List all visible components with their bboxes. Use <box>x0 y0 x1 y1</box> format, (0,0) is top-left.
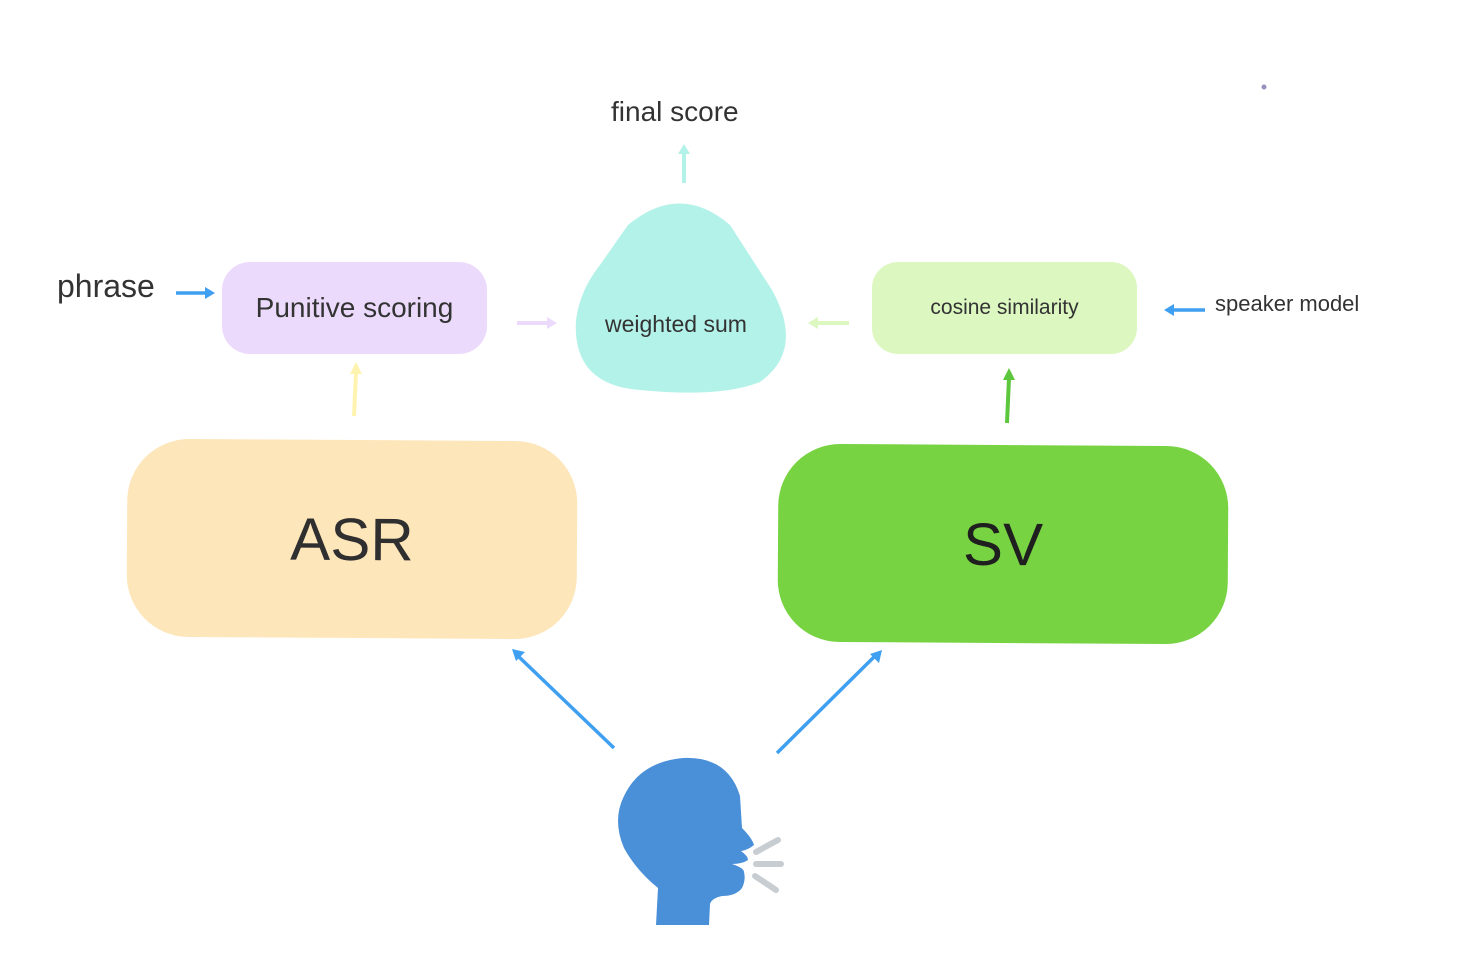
weighted-sum-node-shape <box>575 203 786 393</box>
arrow-cosine-to-weighted <box>808 317 849 329</box>
asr-label: ASR <box>290 505 414 573</box>
asr-node: ASR <box>126 438 578 640</box>
arrow-weighted-to-final <box>678 144 690 183</box>
speaking-head-icon <box>618 757 784 925</box>
arrow-phrase-to-punitive <box>176 287 215 299</box>
sv-label: SV <box>962 510 1044 578</box>
arrow-punitive-to-weighted <box>517 317 557 329</box>
cosine-similarity-node: cosine similarity <box>872 262 1137 354</box>
arrow-speaker-to-sv <box>775 650 882 755</box>
decorative-dot <box>1261 84 1267 90</box>
arrow-asr-to-punitive <box>350 362 362 417</box>
punitive-scoring-node: Punitive scoring <box>222 262 487 354</box>
final-score-label: final score <box>611 96 739 127</box>
punitive-scoring-label: Punitive scoring <box>255 292 454 323</box>
speaker-model-label: speaker model <box>1215 291 1360 316</box>
arrow-speaker-to-asr <box>512 649 616 750</box>
sv-node: SV <box>777 443 1229 645</box>
weighted-sum-label: weighted sum <box>605 311 747 337</box>
phrase-label: phrase <box>57 268 155 304</box>
arrow-speaker-to-cosine <box>1164 304 1205 316</box>
arrow-sv-to-cosine <box>1003 368 1015 424</box>
cosine-similarity-label: cosine similarity <box>930 296 1079 319</box>
